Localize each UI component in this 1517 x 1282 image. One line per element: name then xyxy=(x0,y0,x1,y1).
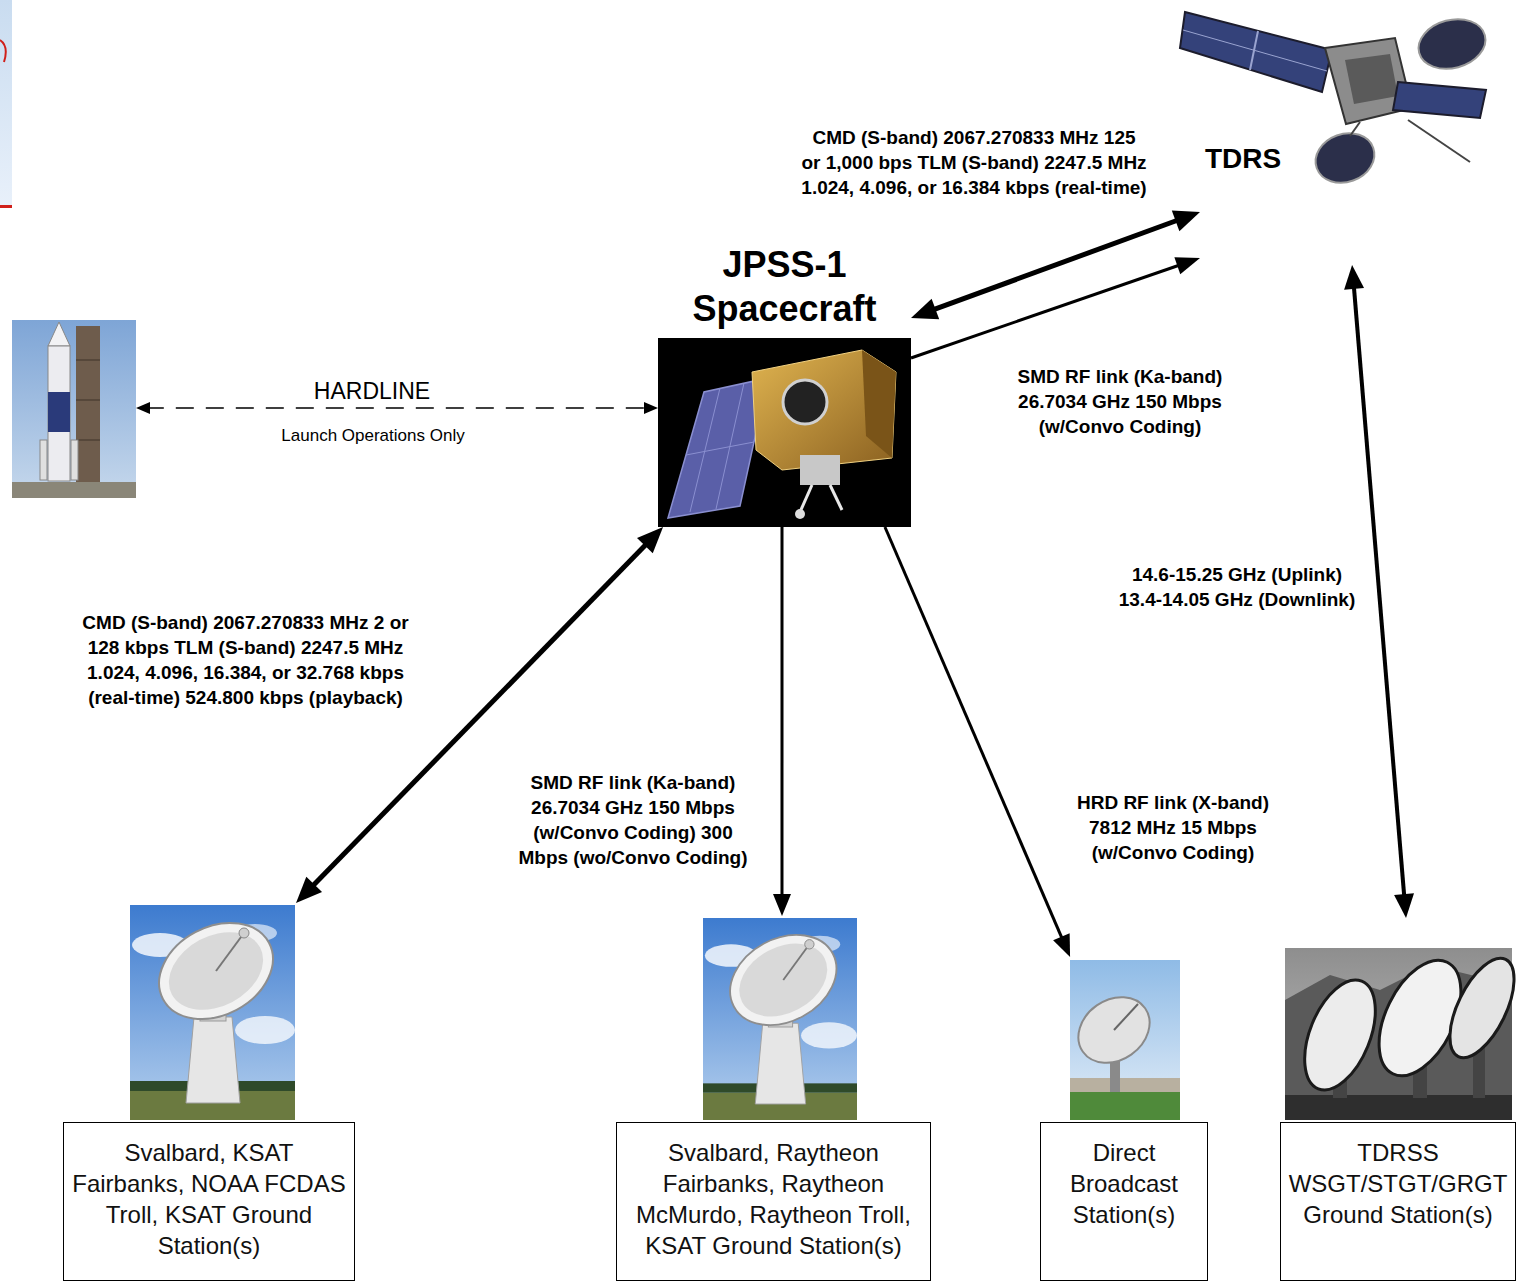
solar-array xyxy=(1393,82,1486,118)
solar-array xyxy=(1180,12,1332,92)
dish xyxy=(1290,970,1389,1100)
link-label: 14.6-15.25 GHz (Uplink) 13.4-14.05 GHz (… xyxy=(1108,562,1366,612)
antenna-photo xyxy=(703,917,857,1120)
logo-fragment xyxy=(0,0,12,208)
arrowhead xyxy=(1172,211,1200,232)
tower-bar xyxy=(76,360,100,361)
connector-line xyxy=(911,263,1184,358)
antenna-dish xyxy=(1413,12,1491,76)
boom xyxy=(1408,120,1470,162)
spacecraft-body xyxy=(752,350,896,470)
link-label: SMD RF link (Ka-band) 26.7034 GHz 150 Mb… xyxy=(985,364,1255,439)
dish-arm xyxy=(1350,122,1360,136)
note-label: Launch Operations Only xyxy=(262,426,484,446)
strut xyxy=(830,485,842,510)
dish xyxy=(1066,984,1163,1077)
body-side xyxy=(862,350,896,458)
ground xyxy=(1285,1095,1512,1120)
strut xyxy=(800,485,812,512)
fairing xyxy=(48,322,70,346)
arrowhead xyxy=(911,299,939,320)
connector-arrow xyxy=(773,527,791,916)
station-name: TDRSS WSGT/STGT/GRGT Ground Station(s) xyxy=(1280,1122,1516,1281)
arrowhead xyxy=(136,402,150,414)
rocket-body xyxy=(48,346,70,481)
feed-strut xyxy=(1114,1004,1138,1030)
arrowhead xyxy=(296,877,322,903)
connector-arrow xyxy=(911,211,1200,320)
connector-arrow xyxy=(911,257,1200,358)
connector-line xyxy=(780,527,783,901)
pad xyxy=(12,482,136,498)
arrowhead xyxy=(1053,933,1070,957)
antenna-photo xyxy=(130,904,295,1120)
logo-rule xyxy=(0,205,12,208)
grass xyxy=(1070,1092,1180,1120)
ground-station: Direct Broadcast Station(s) xyxy=(1040,957,1208,1281)
instrument xyxy=(783,380,827,424)
bus-face xyxy=(1345,54,1398,104)
connector-line xyxy=(146,407,648,409)
ground-station: Svalbard, KSAT Fairbanks, NOAA FCDAS Tro… xyxy=(63,903,355,1281)
logo-mark xyxy=(0,40,6,62)
connector-line xyxy=(928,218,1183,311)
logo-band xyxy=(0,0,12,205)
ground-station: Svalbard, Raytheon Fairbanks, Raytheon M… xyxy=(616,916,931,1281)
connector-line xyxy=(885,527,1064,943)
node-title: JPSS-1 Spacecraft xyxy=(658,243,911,331)
link-label: SMD RF link (Ka-band) 26.7034 GHz 150 Mb… xyxy=(492,770,774,870)
connector-arrow xyxy=(885,527,1070,957)
tower-bar xyxy=(76,440,100,441)
tdrss-ground-photo xyxy=(1285,947,1517,1120)
node-title: TDRS xyxy=(1205,143,1281,175)
link-label: HRD RF link (X-band) 7812 MHz 15 Mbps (w… xyxy=(1042,790,1304,865)
relay-satellite: TDRS xyxy=(1200,5,1500,265)
launch-vehicle-image xyxy=(12,320,136,498)
panel-seam xyxy=(716,383,744,509)
link-label: CMD (S-band) 2067.270833 MHz 2 or 128 kb… xyxy=(28,610,463,710)
antenna-dish xyxy=(1309,125,1382,191)
ground-station: TDRSS WSGT/STGT/GRGT Ground Station(s) xyxy=(1280,918,1516,1281)
spacecraft: JPSS-1 Spacecraft xyxy=(658,243,911,527)
sky xyxy=(12,320,136,498)
panel-seam xyxy=(690,388,720,512)
link-label: HARDLINE xyxy=(297,378,447,404)
jpss-spacecraft-image xyxy=(658,338,911,527)
tdrs-satellite xyxy=(1180,12,1491,191)
arrowhead xyxy=(644,402,658,414)
station-name: Direct Broadcast Station(s) xyxy=(1040,1122,1208,1281)
booster xyxy=(40,440,47,480)
station-name: Svalbard, KSAT Fairbanks, NOAA FCDAS Tro… xyxy=(63,1122,355,1281)
dish xyxy=(1437,949,1517,1067)
launch-vehicle xyxy=(12,320,136,498)
image-ground xyxy=(658,338,911,527)
instrument xyxy=(800,455,840,485)
panel-seam xyxy=(1183,30,1327,71)
building xyxy=(1070,1078,1180,1092)
station-name: Svalbard, Raytheon Fairbanks, Raytheon M… xyxy=(616,1122,931,1281)
arrowhead xyxy=(1174,257,1200,274)
arrowhead xyxy=(773,894,791,916)
direct-broadcast-photo xyxy=(1066,960,1180,1120)
antenna xyxy=(795,509,805,519)
tower-bar xyxy=(76,400,100,401)
arrowhead xyxy=(1394,893,1414,918)
arrowhead xyxy=(1344,265,1364,290)
booster xyxy=(71,440,78,480)
launch-tower xyxy=(76,326,100,486)
rocket-band xyxy=(48,392,70,432)
panel-seam xyxy=(686,442,754,455)
link-label: CMD (S-band) 2067.270833 MHz 125 or 1,00… xyxy=(793,125,1155,200)
arrowhead xyxy=(637,527,663,553)
